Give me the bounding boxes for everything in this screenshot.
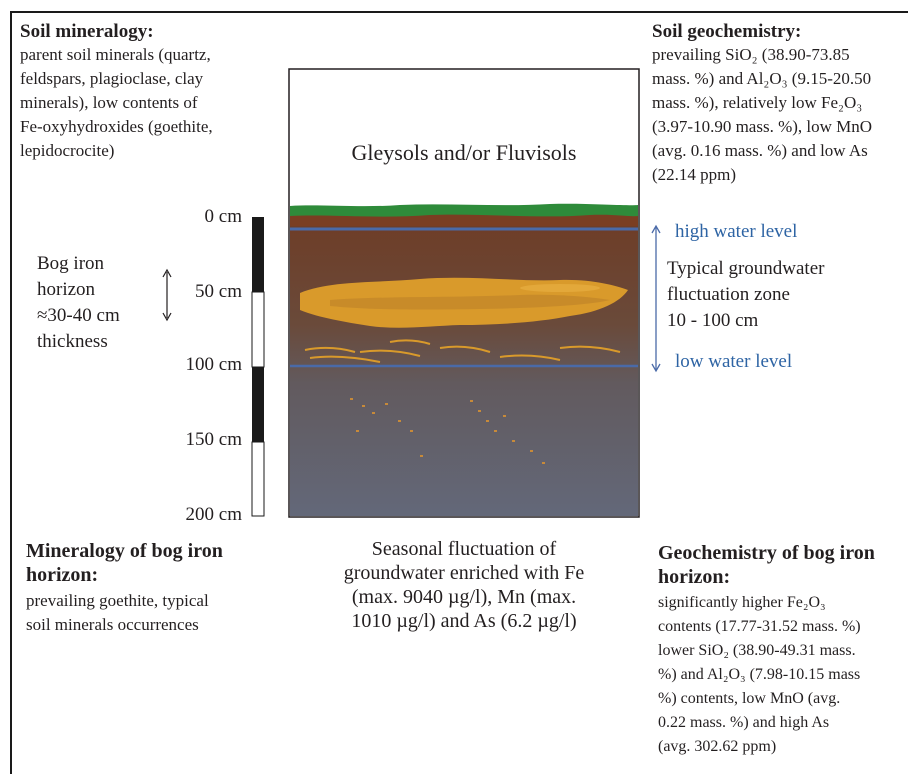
bog-iron-horizon-note: Bog iron horizon ≈30-40 cm thickness bbox=[37, 253, 120, 352]
high-water-level-label: high water level bbox=[675, 221, 798, 242]
soil-geochemistry-line-6: (22.14 ppm) bbox=[652, 165, 737, 184]
bog-iron-lens bbox=[520, 284, 600, 292]
bog-geochemistry-block: Geochemistry of bog iron horizon: signif… bbox=[658, 541, 906, 759]
depth-scale-bar bbox=[251, 217, 265, 517]
topsoil-fringe bbox=[290, 214, 638, 226]
bog-mineralogy-heading: Mineralogy of bog iron horizon: bbox=[26, 540, 223, 586]
low-water-level-label: low water level bbox=[675, 351, 793, 372]
soil-geochemistry-block: Soil geochemistry: prevailing SiO₂ (38.9… bbox=[652, 21, 902, 187]
soil-geochemistry-line-2: mass. %) and Al₂O₃ (9.15-20.50 bbox=[652, 69, 872, 88]
scale-label-50: 50 cm bbox=[195, 281, 242, 302]
soil-geochemistry-line-1: prevailing SiO₂ (38.90-73.85 bbox=[652, 45, 850, 64]
bog-mineralogy-text: prevailing goethite, typical soil minera… bbox=[26, 591, 209, 634]
scale-label-150: 150 cm bbox=[185, 429, 242, 450]
soil-geochemistry-line-5: (avg. 0.16 mass. %) and low As bbox=[652, 141, 868, 160]
bog-iron-band-dark bbox=[330, 294, 610, 310]
bog-mineralogy-block: Mineralogy of bog iron horizon: prevaili… bbox=[26, 539, 296, 637]
soil-mineralogy-block: Soil mineralogy: parent soil minerals (q… bbox=[20, 21, 280, 163]
soil-geochemistry-heading: Soil geochemistry: bbox=[652, 21, 802, 42]
iron-streaks bbox=[304, 339, 621, 363]
soil-geochemistry-line-4: (3.97-10.90 mass. %), low MnO bbox=[652, 117, 873, 136]
scale-label-0: 0 cm bbox=[204, 206, 242, 227]
bog-geochemistry-text: significantly higher Fe₂O₃ contents (17.… bbox=[658, 594, 861, 755]
soil-mineralogy-text: parent soil minerals (quartz, feldspars,… bbox=[20, 45, 213, 160]
bog-geochemistry-heading: Geochemistry of bog iron horizon: bbox=[658, 542, 875, 588]
thickness-arrow bbox=[162, 268, 172, 322]
frame-left-border bbox=[10, 11, 12, 774]
scale-label-200: 200 cm bbox=[185, 504, 242, 525]
iron-mottles bbox=[350, 398, 545, 464]
scale-label-100: 100 cm bbox=[185, 354, 242, 375]
water-fluctuation-arrow bbox=[651, 224, 661, 373]
soil-type-label: Gleysols and/or Fluvisols bbox=[351, 140, 577, 165]
soil-geochemistry-line-3: mass. %), relatively low Fe₂O₃ bbox=[652, 93, 863, 112]
groundwater-zone-label: Typical groundwater fluctuation zone 10 … bbox=[667, 258, 825, 331]
frame-top-border bbox=[10, 11, 908, 13]
soil-body bbox=[290, 221, 638, 516]
soil-mineralogy-heading: Soil mineralogy: bbox=[20, 21, 154, 42]
seasonal-fluctuation-text: Seasonal fluctuation of groundwater enri… bbox=[343, 538, 585, 632]
